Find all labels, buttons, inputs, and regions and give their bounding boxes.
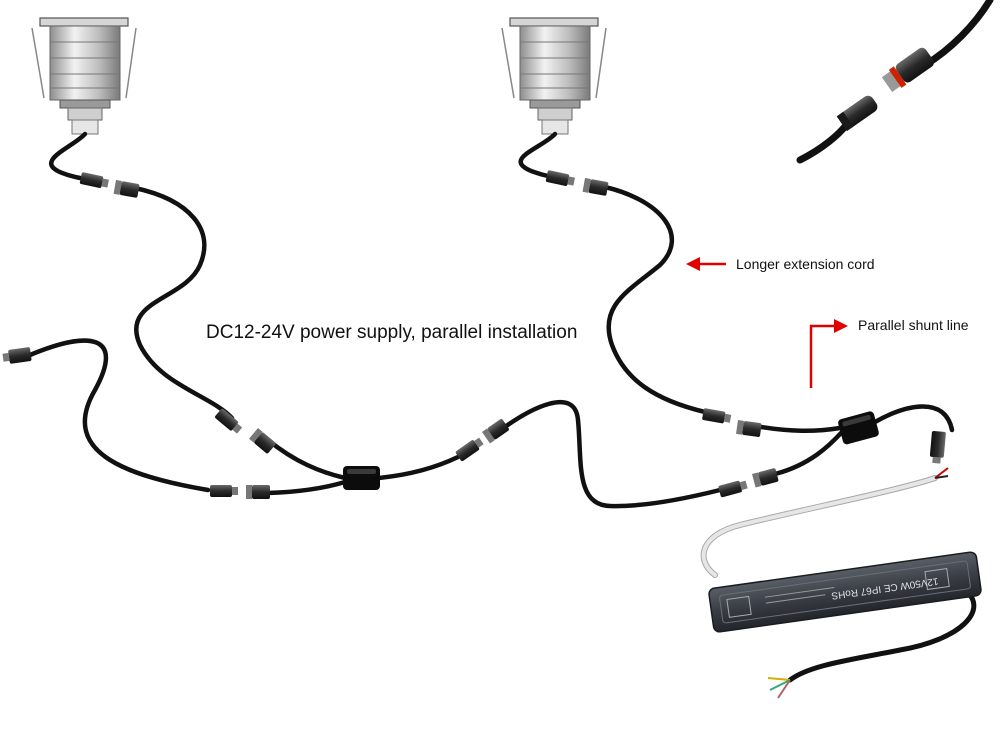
connector-plug-icon xyxy=(582,178,609,196)
connector-plug-icon xyxy=(246,485,270,499)
cables xyxy=(27,0,994,683)
downlight-fixture-icon xyxy=(31,17,137,135)
left-input-to-splitter-cable xyxy=(265,479,348,496)
connector-plug-icon xyxy=(736,420,762,437)
connector-plug-icon xyxy=(2,347,32,364)
fixture-2-extension-cable xyxy=(602,184,708,415)
connector-plug-icon xyxy=(79,172,109,188)
diagram-caption: DC12-24V power supply, parallel installa… xyxy=(206,322,578,343)
connector-plug-icon xyxy=(113,180,140,198)
driver-input-cable xyxy=(787,587,977,683)
connector-plug-icon xyxy=(752,468,779,488)
extension-arrow-icon xyxy=(686,257,726,271)
connector-plug-icon xyxy=(545,170,575,186)
waterproof-connector-icon xyxy=(836,47,934,132)
waterproof-female-cable xyxy=(796,116,854,164)
right-splitter-to-driver-cable xyxy=(872,404,955,433)
to-right-splitter-cable xyxy=(772,429,845,477)
connector-plug-icon xyxy=(482,419,509,444)
connector-plug-icon xyxy=(718,480,748,498)
connector-plug-icon xyxy=(215,408,243,434)
fixture-2-tail-cable xyxy=(518,131,558,179)
extension-cord-callout: Longer extension cord xyxy=(736,256,875,272)
splitter-to-middle-cable xyxy=(375,454,461,481)
wire-ends xyxy=(767,467,949,699)
fixture-1-extension-cable xyxy=(132,185,235,421)
splitter-icon xyxy=(838,411,879,445)
connectors xyxy=(2,170,946,499)
fixture-1-tail-cable xyxy=(49,131,88,181)
connector-plug-icon xyxy=(929,430,946,464)
connector-plug-icon xyxy=(210,485,238,497)
led-driver-icon: 12V50W CE IP67 RoHS xyxy=(708,551,982,633)
middle-loop-cable xyxy=(495,399,723,509)
splitter-icon xyxy=(343,466,380,490)
parallel-shunt-callout: Parallel shunt line xyxy=(858,317,969,333)
fixture-1-to-splitter-cable xyxy=(265,437,348,481)
connector-plug-icon xyxy=(249,428,276,454)
left-input-cable xyxy=(27,338,211,493)
waterproof-male-cable xyxy=(921,0,994,69)
connector-plug-icon xyxy=(702,408,732,424)
shunt-arrow-icon xyxy=(809,319,848,388)
downlight-fixture-icon xyxy=(501,17,607,135)
connector-plug-icon xyxy=(455,437,484,462)
fixture-2-to-splitter-cable xyxy=(752,423,843,434)
